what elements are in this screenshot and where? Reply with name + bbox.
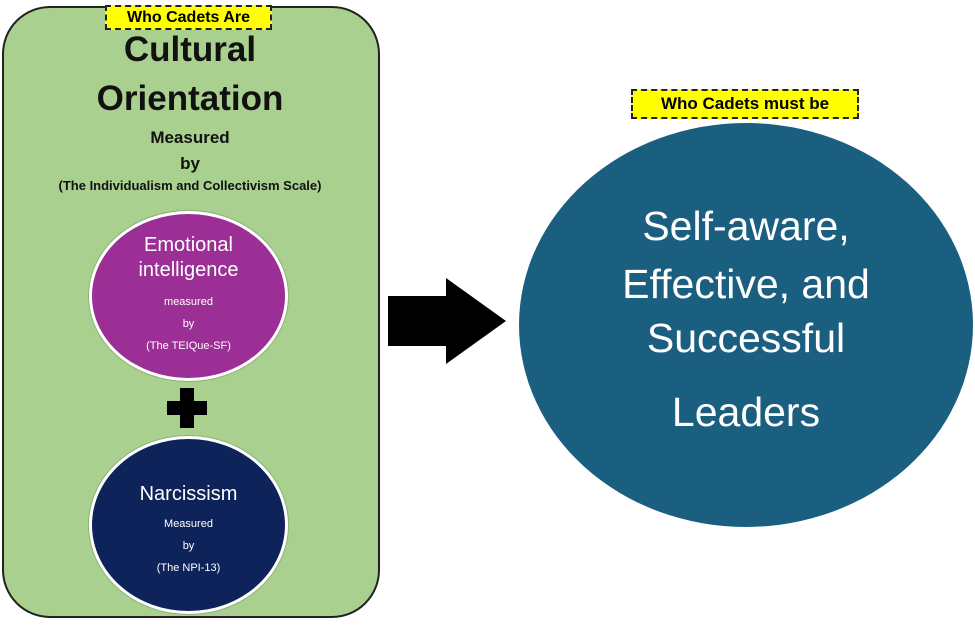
emotional-intelligence-circle: Emotional intelligence measured by (The … [89, 211, 288, 381]
narcissism-circle: Narcissism Measured by (The NPI-13) [89, 436, 288, 614]
narcissism-by-label: by [182, 540, 195, 552]
who-cadets-are-tag: Who Cadets Are [105, 5, 272, 30]
self-aware-text: Self-aware, [642, 203, 850, 249]
individualism-scale-label: (The Individualism and Collectivism Scal… [58, 178, 322, 193]
narcissism-scale-label: (The NPI-13) [156, 562, 221, 574]
effective-text: Effective, and [622, 261, 870, 307]
by-label: by [180, 154, 200, 173]
leaders-text: Leaders [671, 389, 821, 435]
ei-by-label: by [182, 318, 195, 330]
ei-measured-label: measured [164, 296, 213, 308]
cultural-title: Cultural [123, 30, 257, 69]
ei-scale-label: (The TEIQue-SF) [146, 340, 231, 352]
ei-title-line2: intelligence [138, 259, 239, 281]
narcissism-title: Narcissism [139, 483, 238, 505]
successful-text: Successful [646, 315, 846, 361]
narcissism-measured-label: Measured [164, 518, 213, 530]
right-arrow-icon [388, 278, 506, 364]
leaders-circle: Self-aware, Effective, and Successful Le… [519, 123, 973, 527]
who-cadets-must-be-tag: Who Cadets must be [631, 89, 859, 119]
orientation-title: Orientation [96, 79, 284, 118]
plus-icon [167, 388, 207, 428]
ei-title-line1: Emotional [144, 234, 233, 256]
measured-label: Measured [150, 128, 230, 147]
